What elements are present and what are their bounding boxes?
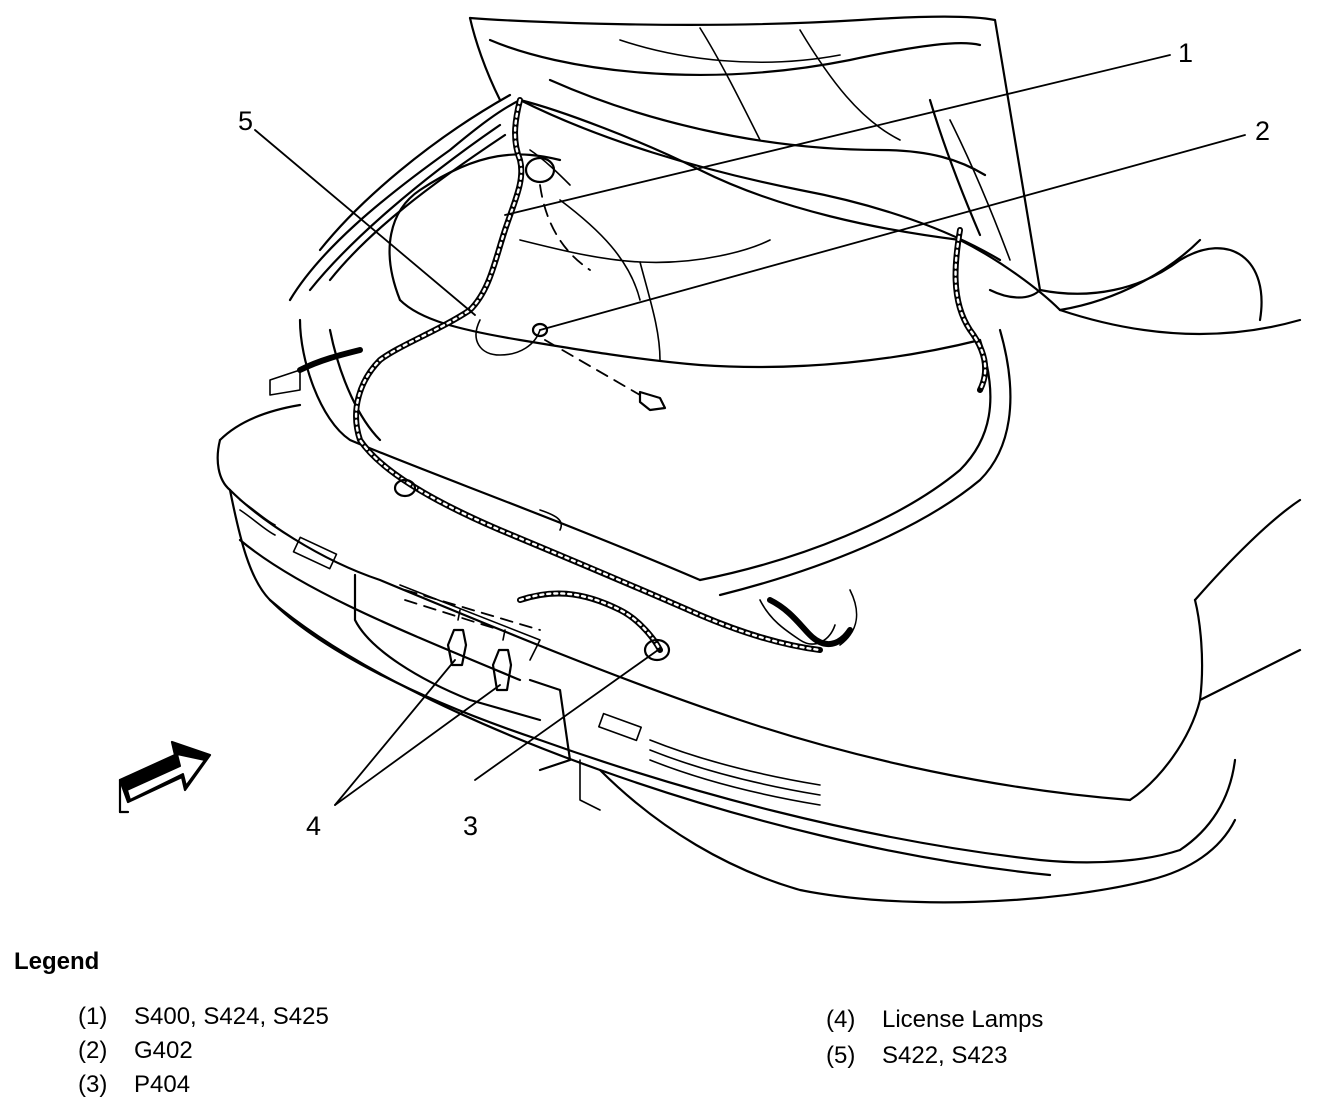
view-arrow-icon <box>118 740 212 814</box>
rear-bumper <box>216 403 1302 904</box>
callout-2: 2 <box>1255 116 1270 146</box>
callout-5: 5 <box>238 106 253 136</box>
leader-lines <box>254 54 1246 806</box>
legend-title: Legend <box>14 948 100 975</box>
legend-item-label: S422, S423 <box>882 1042 1008 1069</box>
legend-item-label: License Lamps <box>882 1006 1044 1033</box>
legend-item-label: P404 <box>134 1071 191 1098</box>
callout-labels: 1 2 3 4 5 <box>238 38 1270 841</box>
callout-1: 1 <box>1178 38 1193 68</box>
legend-item-number: (5) <box>826 1042 856 1069</box>
legend-item-2: (2) G402 <box>78 1037 193 1065</box>
legend-item-number: (4) <box>826 1006 856 1033</box>
trunk-lid <box>468 15 1042 299</box>
legend-item-number: (3) <box>78 1071 108 1098</box>
legend-item-3: (3) P404 <box>78 1071 190 1099</box>
trunk-opening <box>288 93 1302 597</box>
legend-item-4: (4) License Lamps <box>826 1006 1043 1034</box>
legend-item-1: (1) S400, S424, S425 <box>78 1003 329 1031</box>
callout-3: 3 <box>463 811 478 841</box>
legend-item-label: S400, S424, S425 <box>134 1003 329 1030</box>
trunk-wiring-diagram: 1 2 3 4 5 <box>118 15 1302 904</box>
wiring-harness <box>269 97 989 662</box>
legend-item-number: (2) <box>78 1037 108 1064</box>
callout-4: 4 <box>306 811 321 841</box>
legend-item-5: (5) S422, S423 <box>826 1042 1007 1070</box>
legend-item-label: G402 <box>134 1037 193 1064</box>
legend-item-number: (1) <box>78 1003 108 1030</box>
